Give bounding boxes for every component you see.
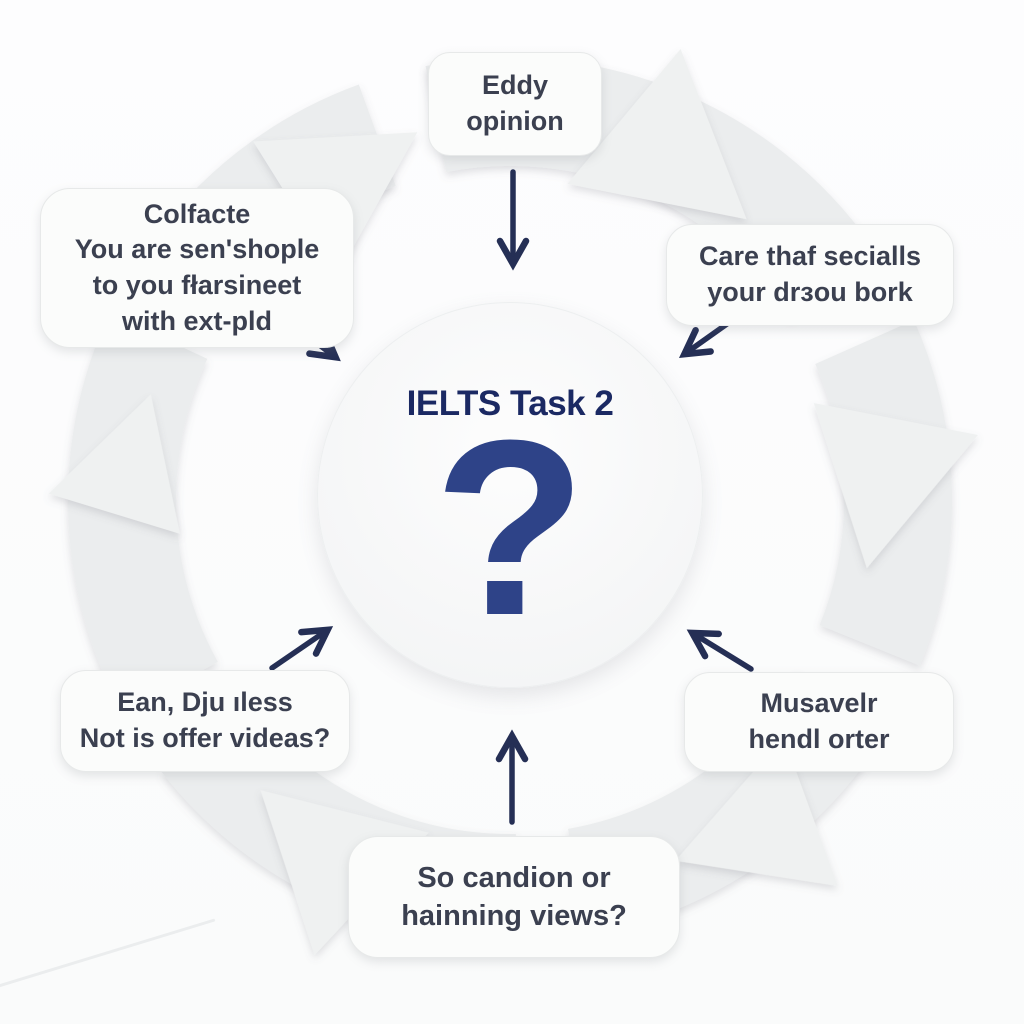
node-line: You are sen'shople [74,234,320,265]
connector-arrows [269,169,754,825]
node-line: hendl orter [748,724,890,754]
node-line: to you fłarsineet [92,270,302,300]
node-bottom-left: Ean, Dju ıless Not is offer videas? [60,670,350,772]
node-line: Not is offer videas? [79,723,331,753]
cycle-arrowhead-top-right [567,49,747,220]
question-mark-icon: ? [433,388,587,667]
node-top-left: Colfacte You are sen'shople to you fłars… [40,188,354,348]
node-line: with ext-pld [122,305,272,336]
node-line: Eddy [481,70,548,101]
cycle-arrowhead-right [813,403,978,569]
node-line: Colfacte [143,198,251,229]
node-line: So candion or [417,861,611,894]
connector-arrow-bottom-left [269,626,334,671]
node-bottom: So candion or hainning views? [348,836,680,958]
connector-arrow-bottom-right [686,629,754,672]
cycle-arrowhead-left [48,394,180,534]
node-top-right: Care thaf secialls your drɜou bork [666,224,954,326]
cycle-arrowheads [48,49,978,956]
center-title: IELTS Task 2 [406,384,614,423]
node-line: hainning views? [401,900,627,932]
node-line: opinion [466,106,564,136]
node-line: your drɜou bork [707,277,913,307]
center-node: IELTS Task 2 ? [317,302,703,688]
cycle-arrowhead-bottom-right [675,737,838,886]
node-top: Eddy opinion [428,52,602,156]
node-line: Ean, Dju ıless [117,687,293,718]
node-bottom-right: Musavelr hendl orter [684,672,954,772]
node-line: Musavelr [760,688,878,719]
cycle-arrowhead-bottom-left [260,790,429,956]
node-line: Care thaf secialls [698,241,922,272]
